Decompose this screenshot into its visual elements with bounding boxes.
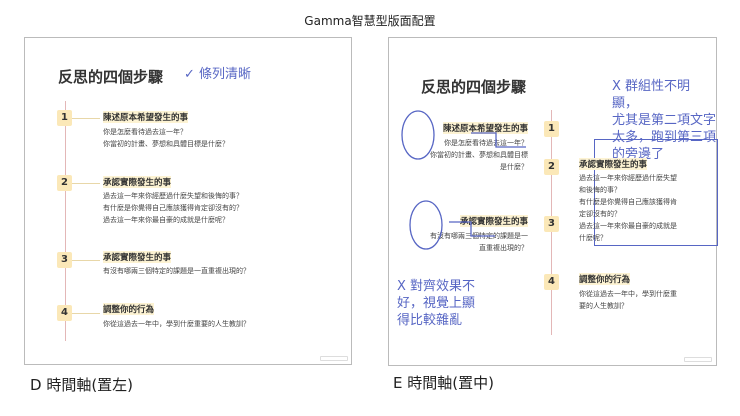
slide-title: 反思的四個步驟 (58, 68, 164, 86)
page-title: Gamma智慧型版面配置 (304, 14, 436, 28)
step-body: 過去這一年來你經歷過什麼失望和後悔的事？有什麼是你覺得自己應該獲得肯定卻沒有的？… (103, 192, 243, 224)
step-body: 你是怎麼看待過去這一年？你當初的計畫、夢想和具體目標是什麼？ (103, 128, 229, 148)
step-number: 2 (57, 175, 72, 191)
connector (72, 118, 100, 119)
timeline-line (65, 101, 66, 341)
step-heading: 陳述原本希望發生的事 (103, 111, 189, 123)
step-number: 1 (57, 110, 72, 126)
underline-mark (471, 132, 526, 148)
step-body: 有沒有哪兩三個特定的課題是一直重複出現的？ (103, 267, 250, 275)
step-heading: 承認實際發生的事 (103, 176, 172, 188)
step-body: 你從這過去一年中，學到什麼重要的人生教訓？ (103, 320, 250, 328)
circle-mark (409, 200, 443, 250)
step-heading: 承認實際發生的事 (459, 215, 528, 227)
step-heading: 陳述原本希望發生的事 (442, 122, 528, 134)
step-body: 過去這一年來你經歷過什麼失望和後悔的事？有什麼是你覺得自己應該獲得肯定卻沒有的？… (579, 174, 677, 242)
annotation-check: ✓ 條列清晰 (184, 67, 252, 82)
gamma-badge[interactable] (684, 357, 712, 362)
annotation-marks (401, 110, 526, 250)
step-number: 3 (57, 252, 72, 268)
step-number: 3 (544, 216, 559, 232)
step-number: 1 (544, 121, 559, 137)
connector (72, 260, 100, 261)
slide-title: 反思的四個步驟 (421, 78, 527, 96)
connector (72, 183, 100, 184)
slide-left: 反思的四個步驟 ✓ 條列清晰 1 陳述原本希望發生的事 你是怎麼看待過去這一年？… (24, 37, 352, 365)
step-body: 你是怎麼看待過去這一年？你當初的計畫、夢想和具體目標是什麼？ (430, 139, 528, 171)
slide-right: 反思的四個步驟 X 群組性不明顯，尤其是第二項文字太多，跑到第三項的旁邊了 1 … (388, 37, 718, 366)
annotation-alignment: X 對齊效果不好，視覺上顯得比較雜亂 (397, 279, 476, 328)
step-heading: 承認實際發生的事 (103, 251, 172, 263)
gamma-badge[interactable] (320, 356, 348, 361)
step-number: 4 (544, 274, 559, 290)
step-number: 4 (57, 305, 72, 321)
connector (72, 313, 100, 314)
underline-mark (449, 221, 495, 237)
highlight-box (594, 139, 718, 246)
step-heading: 承認實際發生的事 (579, 158, 648, 170)
step-number: 2 (544, 159, 559, 175)
caption-left: D 時間軸(置左) (30, 376, 134, 394)
circle-mark (401, 110, 435, 160)
step-heading: 調整你的行為 (579, 273, 631, 285)
step-body: 你從這過去一年中，學到什麼重要的人生教訓？ (579, 290, 677, 310)
step-heading: 調整你的行為 (103, 303, 155, 315)
caption-right: E 時間軸(置中) (393, 374, 494, 392)
